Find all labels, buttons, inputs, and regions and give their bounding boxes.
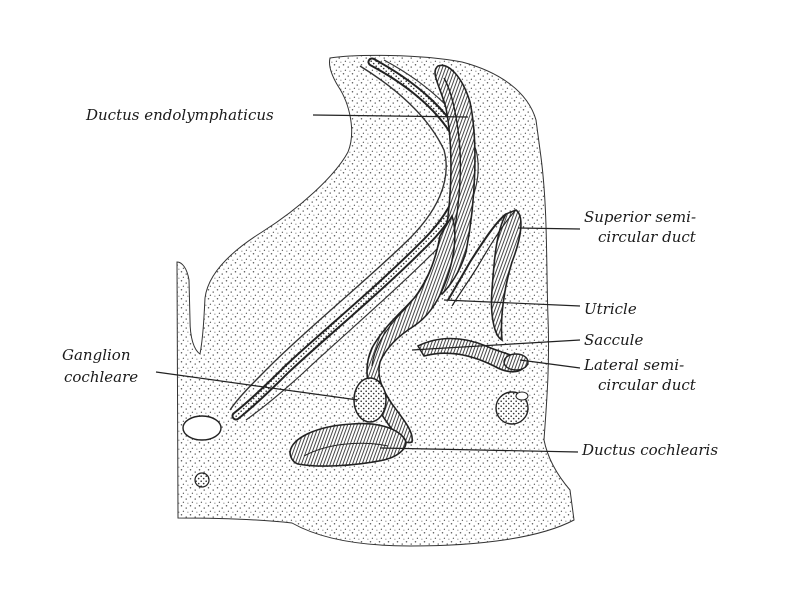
label-ganglion-line2: cochleare — [64, 368, 138, 386]
label-lateral-semicircular-line2: circular duct — [598, 376, 697, 394]
label-utricle: Utricle — [584, 300, 637, 318]
label-ganglion-line1: Ganglion — [62, 346, 130, 364]
superior-semicircular-duct — [490, 209, 522, 342]
label-lateral-semicircular-line1: Lateral semi- — [583, 356, 684, 374]
ductus-cochlearis-tube — [289, 422, 407, 467]
tissue-mass — [176, 54, 575, 547]
vessel-lumen-left — [182, 415, 222, 441]
label-saccule: Saccule — [584, 331, 643, 349]
ganglion-cochleare — [353, 377, 387, 423]
label-superior-semicircular-line2: circular duct — [598, 228, 697, 246]
nerve-bundle-left — [194, 472, 210, 488]
label-ductus-endolymphaticus: Ductus endolymphaticus — [85, 106, 274, 124]
utricle-chamber — [366, 214, 456, 444]
label-ductus-cochlearis: Ductus cochlearis — [581, 441, 718, 459]
label-superior-semicircular-line1: Superior semi- — [584, 208, 696, 226]
